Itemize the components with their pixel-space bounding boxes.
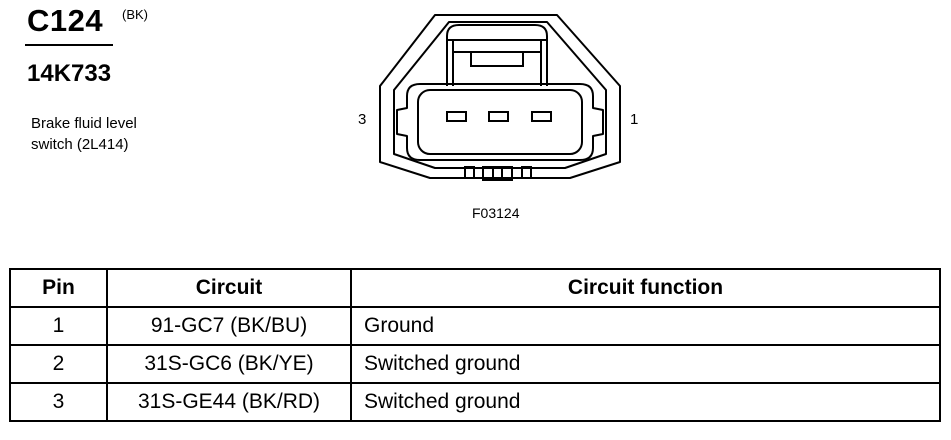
component-description: Brake fluid level switch (2L414) [31, 113, 137, 155]
description-line-1: Brake fluid level [31, 115, 137, 132]
pin-label-3: 3 [358, 111, 367, 128]
connector-id: C124 [27, 3, 104, 38]
terminal-1 [531, 111, 552, 122]
connector-face-diagram [379, 14, 621, 181]
description-line-2: switch (2L414) [31, 136, 129, 153]
connector-shroud [393, 21, 607, 169]
color-code: (BK) [122, 7, 148, 22]
table-row: 2 31S-GC6 (BK/YE) Switched ground [9, 344, 941, 384]
keying-tab-center [482, 166, 513, 181]
pin-cavity-surround [396, 83, 604, 161]
keying-tab-left [464, 166, 475, 179]
header-circuit-function: Circuit function [350, 268, 941, 308]
pin-cell: 2 [9, 344, 108, 384]
circuit-function-cell: Ground [350, 306, 941, 346]
circuit-cell: 91-GC7 (BK/BU) [106, 306, 352, 346]
connector-housing-outline [379, 14, 621, 179]
circuit-function-cell: Switched ground [350, 344, 941, 384]
pin-cell: 1 [9, 306, 108, 346]
title-rule [25, 44, 113, 46]
pin-label-1: 1 [630, 111, 639, 128]
terminal-3 [446, 111, 467, 122]
table-row: 3 31S-GE44 (BK/RD) Switched ground [9, 382, 941, 422]
locking-latch [446, 24, 548, 86]
circuit-cell: 31S-GE44 (BK/RD) [106, 382, 352, 422]
circuit-function-cell: Switched ground [350, 382, 941, 422]
figure-code: F03124 [472, 205, 520, 221]
pin-cell: 3 [9, 382, 108, 422]
pinout-table: Pin Circuit Circuit function 1 91-GC7 (B… [9, 268, 941, 422]
header-pin: Pin [9, 268, 108, 308]
header-circuit: Circuit [106, 268, 352, 308]
pin-cavity [417, 89, 583, 155]
table-header-row: Pin Circuit Circuit function [9, 268, 941, 308]
terminal-2 [488, 111, 509, 122]
table-row: 1 91-GC7 (BK/BU) Ground [9, 306, 941, 346]
keying-tab-right [521, 166, 532, 179]
circuit-cell: 31S-GC6 (BK/YE) [106, 344, 352, 384]
part-number: 14K733 [27, 60, 112, 87]
